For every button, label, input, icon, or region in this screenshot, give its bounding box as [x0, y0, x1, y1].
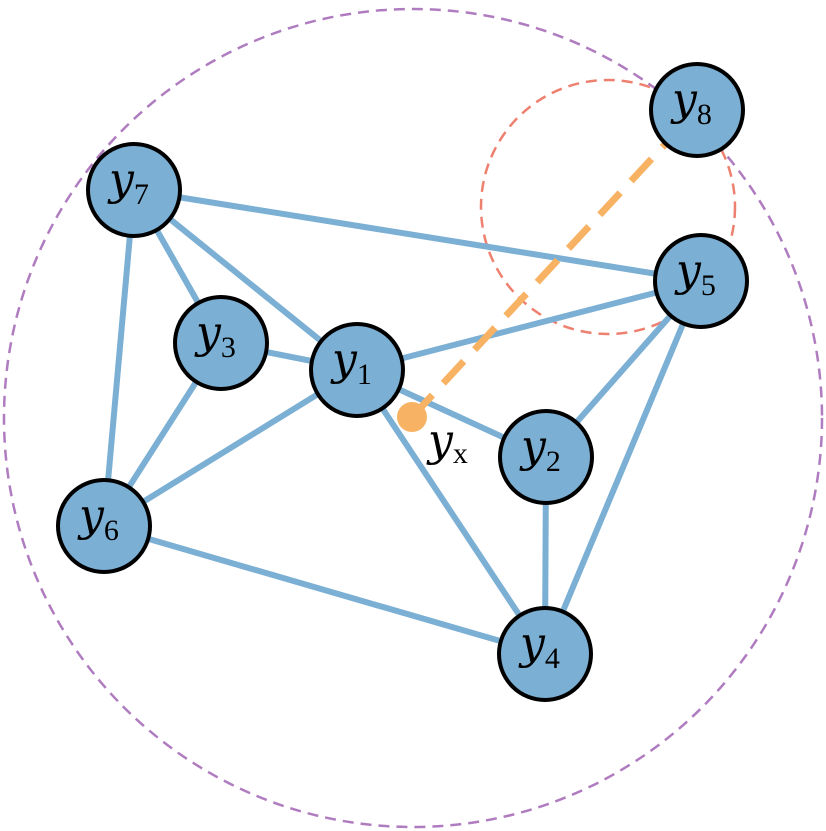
node-label-y4: y4 — [518, 618, 560, 675]
node-label-sub: 5 — [701, 269, 716, 302]
node-label-base: y — [519, 421, 547, 472]
node-y2: y2 — [498, 409, 594, 505]
node-circle-y6 — [56, 478, 152, 574]
node-circle-y2 — [498, 409, 594, 505]
node-label-base: y — [330, 334, 358, 385]
node-y6: y6 — [56, 478, 152, 574]
node-label-base: y — [674, 245, 702, 296]
edge-y1-y6 — [102, 367, 359, 529]
query-point — [397, 402, 427, 432]
outer-search-circle — [2, 7, 824, 829]
node-label-sub: 1 — [357, 358, 372, 391]
node-label-sub: 4 — [545, 642, 560, 675]
query-label: yx — [426, 415, 468, 470]
node-circle-y3 — [173, 295, 269, 391]
node-y8: y8 — [649, 62, 745, 158]
node-label-base: y — [107, 154, 135, 205]
node-y5: y5 — [653, 233, 749, 329]
node-label-sub: 8 — [697, 98, 712, 131]
node-label-y7: y7 — [107, 154, 149, 211]
inner-search-circle — [479, 78, 737, 336]
query-label-sub: x — [453, 437, 468, 470]
node-label-sub: 7 — [134, 178, 149, 211]
edge-y5-y4 — [542, 279, 704, 656]
node-circle-y7 — [86, 142, 182, 238]
node-y4: y4 — [497, 606, 593, 702]
node-y1: y1 — [309, 322, 405, 418]
node-label-base: y — [670, 74, 698, 125]
node-circle-y5 — [653, 233, 749, 329]
node-label-sub: 6 — [104, 514, 119, 547]
node-label-sub: 2 — [546, 445, 561, 478]
edge-y7-y5 — [133, 187, 702, 284]
node-label-y1: y1 — [330, 334, 372, 391]
node-label-base: y — [77, 490, 105, 541]
query-label-base: y — [426, 415, 454, 466]
edge-y6-y4 — [103, 523, 546, 657]
node-circle-y4 — [497, 606, 593, 702]
node-label-base: y — [518, 618, 546, 669]
edge-y1-y5 — [356, 278, 702, 373]
node-label-y6: y6 — [77, 490, 119, 547]
node-y7: y7 — [86, 142, 182, 238]
node-circle-y8 — [649, 62, 745, 158]
query-link-line — [409, 135, 674, 420]
edge-y1-y4 — [354, 368, 548, 656]
node-label-base: y — [194, 307, 222, 358]
node-label-y2: y2 — [519, 421, 561, 478]
node-circle-y1 — [309, 322, 405, 418]
node-label-y3: y3 — [194, 307, 236, 364]
node-label-sub: 3 — [221, 331, 236, 364]
node-label-y8: y8 — [670, 74, 712, 131]
node-y3: y3 — [173, 295, 269, 391]
node-label-y5: y5 — [674, 245, 716, 302]
edge-y7-y6 — [101, 189, 137, 527]
